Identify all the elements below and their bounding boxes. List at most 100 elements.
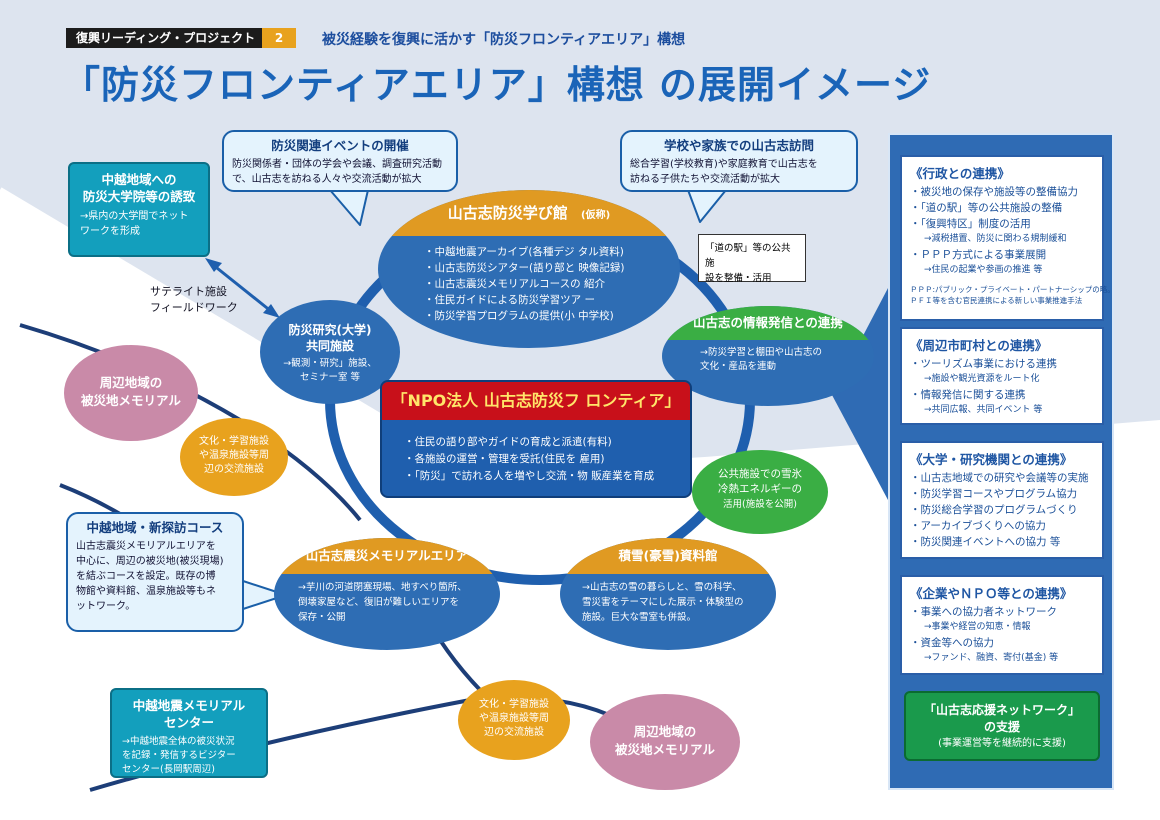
michinoeki-line1: 「道の駅」等の公共施: [705, 243, 791, 269]
research-line1: →観測・研究」施設、: [283, 358, 377, 369]
learning-hall-item: ・防災学習プログラムの提供(小 中学校): [424, 310, 614, 322]
event-callout-line2: で、山古志を訪ねる人々や交流活動が拡大: [232, 174, 422, 185]
school-callout: 学校や家族での山古志訪問 総合学習(学校教育)や家庭教育で山古志を 訪ねる子供た…: [620, 130, 858, 192]
npo-item: ・「防災」で訪れる人を増やし交流・物 販産業を育成: [404, 470, 655, 482]
pink-bottom-line2: 被災地メモリアル: [615, 742, 715, 757]
snow-energy-line3: 活用(施設を公開): [723, 499, 797, 510]
project-tag: 復興リーディング・プロジェクト 2: [66, 28, 296, 48]
towns-subitem: →施設や観光資源をルート化: [924, 374, 1040, 384]
univ-collab-box: 《大学・研究機関との連携》 ・山古志地域での研究や会議等の実施 ・防災学習コース…: [900, 441, 1104, 559]
course-callout-line2: 中心に、周辺の被災地(被災現場): [76, 556, 224, 567]
towns-title: 《周辺市町村との連携》: [910, 338, 1048, 353]
pink-top-line1: 周辺地域の: [99, 375, 163, 390]
research-title2: 共同施設: [305, 339, 354, 353]
learning-hall-tag: (仮称): [581, 210, 611, 221]
snow-energy-ellipse: 公共施設での雪氷 冷熱エネルギーの 活用(施設を公開): [692, 450, 828, 534]
corp-item: ・事業への協力者ネットワーク: [910, 606, 1057, 618]
course-callout: 中越地域・新探訪コース 山古志震災メモリアルエリアを 中心に、周辺の被災地(被災…: [66, 512, 244, 632]
pink-top-line2: 被災地メモリアル: [81, 393, 181, 408]
learning-hall-title: 山古志防災学び館: [447, 204, 568, 222]
snow-museum-line2: 雪災害をテーマにした展示・体験型の: [582, 597, 744, 608]
snow-museum-line1: →山古志の雪の暮らしと、雪の科学、: [582, 582, 742, 593]
university-invite-title1: 中越地域への: [101, 172, 177, 187]
gov-item: ・「道の駅」等の公共施設の整備: [910, 202, 1063, 214]
memorial-center-line1: →中越地震全体の被災状況: [122, 736, 235, 747]
satellite-label: サテライト施設 フィールドワーク: [150, 284, 238, 316]
learning-hall-list: ・中越地震アーカイブ(各種デジ タル資料) ・山古志防災シアター(語り部と 映像…: [424, 244, 625, 324]
info-line1: →防災学習と棚田や山古志の: [700, 347, 822, 358]
michinoeki-line2: 設を整備・活用: [705, 273, 772, 284]
orange-top-line3: 辺の交流施設: [204, 464, 264, 475]
orange-bottom-line3: 辺の交流施設: [484, 727, 544, 738]
network-line2: の支援: [983, 720, 1020, 734]
university-invite-box: 中越地域への 防災大学院等の誘致 →県内の大学間でネット ワークを形成: [68, 162, 210, 257]
page-title: 「防災フロンティアエリア」構想 の展開イメージ: [62, 63, 932, 107]
research-line2: セミナー室 等: [299, 372, 361, 383]
satellite-line1: サテライト施設: [150, 285, 227, 298]
towns-collab-box: 《周辺市町村との連携》 ・ツーリズム事業における連携 →施設や観光資源をルート化…: [900, 327, 1104, 425]
npo-item: ・各施設の運営・管理を受託(住民を 雇用): [404, 453, 605, 465]
learning-hall-item: ・中越地震アーカイブ(各種デジ タル資料): [424, 246, 624, 258]
orange-top-line2: や温泉施設等周: [199, 450, 269, 461]
research-facility-ellipse: 防災研究(大学) 共同施設 →観測・研究」施設、 セミナー室 等: [260, 300, 400, 404]
university-invite-title2: 防災大学院等の誘致: [82, 189, 196, 204]
towns-subitem: →共同広報、共同イベント 等: [924, 405, 1043, 415]
npo-box: 「NPO法人 山古志防災フ ロンティア」 ・住民の語り部やガイドの育成と派遣(有…: [380, 380, 692, 498]
orange-facility-top: 文化・学習施設 や温泉施設等周 辺の交流施設: [180, 418, 288, 496]
univ-title: 《大学・研究機関との連携》: [910, 452, 1073, 467]
gov-title: 《行政との連携》: [910, 166, 1010, 181]
univ-item: ・アーカイブづくりへの協力: [910, 520, 1046, 532]
info-ellipse: 山古志の情報発信との連携 →防災学習と棚田や山古志の 文化・産品を連動: [662, 306, 874, 406]
project-tag-text: 復興リーディング・プロジェクト: [76, 31, 256, 45]
info-line2: 文化・産品を連動: [700, 361, 777, 372]
event-callout: 防災関連イベントの開催 防災関係者・団体の学会や会議、調査研究活動 で、山古志を…: [222, 130, 458, 192]
gov-item: ・ＰＰＰ方式による事業展開: [910, 249, 1047, 261]
course-callout-line4: 物館や資料館、温泉施設等もネ: [76, 586, 216, 597]
towns-item: ・ツーリズム事業における連携: [910, 358, 1057, 370]
npo-item: ・住民の語り部やガイドの育成と派遣(有料): [404, 436, 612, 448]
orange-top-line1: 文化・学習施設: [199, 436, 269, 447]
learning-hall-ellipse: 山古志防災学び館 (仮称) ・中越地震アーカイブ(各種デジ タル資料) ・山古志…: [378, 190, 680, 348]
memorial-center-line2: を記録・発信するビジター: [122, 750, 236, 761]
pink-bottom-line1: 周辺地域の: [633, 724, 697, 739]
course-callout-line3: を結ぶコースを設定。既存の博: [76, 571, 216, 582]
memorial-center-title1: 中越地震メモリアル: [132, 698, 246, 713]
corp-item: ・資金等への協力: [910, 637, 994, 649]
learning-hall-item: ・住民ガイドによる防災学習ツア ー: [424, 294, 596, 306]
npo-list: ・住民の語り部やガイドの育成と派遣(有料) ・各施設の運営・管理を受託(住民を …: [404, 434, 654, 485]
gov-item: ・「復興特区」制度の活用: [910, 218, 1031, 230]
corp-title: 《企業やＮＰＯ等との連携》: [910, 586, 1073, 601]
corp-collab-box: 《企業やＮＰＯ等との連携》 ・事業への協力者ネットワーク →事業や経営の知恵・情…: [900, 575, 1104, 675]
school-callout-line2: 訪ねる子供たちや交流活動が拡大: [630, 174, 780, 185]
learning-hall-item: ・山古志震災メモリアルコースの 紹介: [424, 278, 605, 290]
gov-note1: ＰＰＰ:パブリック・プライベート・パートナーシップの略。: [910, 285, 1115, 294]
event-callout-line1: 防災関係者・団体の学会や会議、調査研究活動: [232, 159, 442, 170]
univ-item: ・山古志地域での研究や会議等の実施: [910, 472, 1089, 484]
page-subtitle: 被災経験を復興に活かす「防災フロンティアエリア」構想: [322, 32, 686, 48]
memorial-area-line1: →芋川の河道閉塞現場、地すべり箇所、: [298, 582, 467, 593]
gov-collab-box: 《行政との連携》 ・被災地の保存や施設等の整備協力 ・「道の駅」等の公共施設の整…: [900, 155, 1115, 321]
memorial-center-line3: センター(長岡駅周辺): [122, 764, 215, 775]
orange-facility-bottom: 文化・学習施設 や温泉施設等周 辺の交流施設: [458, 680, 570, 760]
project-tag-number: 2: [262, 28, 296, 48]
memorial-center-title2: センター: [163, 715, 214, 730]
school-callout-line1: 総合学習(学校教育)や家庭教育で山古志を: [630, 159, 818, 170]
learning-hall-item: ・山古志防災シアター(語り部と 映像記録): [424, 262, 625, 274]
course-callout-line1: 山古志震災メモリアルエリアを: [76, 541, 216, 552]
gov-subitem: →減税措置、防災に関わる規制緩和: [924, 234, 1067, 244]
pink-memorial-bottom: 周辺地域の 被災地メモリアル: [590, 694, 740, 790]
univ-item: ・防災関連イベントへの協力 等: [910, 536, 1061, 548]
research-title1: 防災研究(大学): [288, 323, 372, 337]
memorial-area-line2: 倒壊家屋など、復旧が難しいエリアを: [298, 597, 460, 608]
memorial-area-ellipse: 山古志震災メモリアルエリア →芋川の河道閉塞現場、地すべり箇所、 倒壊家屋など、…: [274, 538, 500, 650]
univ-item: ・防災学習コースやプログラム協力: [910, 488, 1078, 500]
corp-subitem: →ファンド、融資、寄付(基金) 等: [924, 653, 1059, 663]
snow-museum-line3: 施設。巨大な雪室も併設。: [582, 612, 697, 623]
gov-subitem: →住民の起業や参画の推進 等: [924, 265, 1043, 275]
pink-memorial-top: 周辺地域の 被災地メモリアル: [64, 345, 198, 441]
snow-energy-line1: 公共施設での雪氷: [718, 468, 802, 480]
snow-museum-title: 積雪(豪雪)資料館: [560, 538, 776, 574]
info-title: 山古志の情報発信との連携: [662, 306, 874, 340]
snow-energy-line2: 冷熱エネルギーの: [718, 483, 802, 495]
course-callout-title: 中越地域・新探訪コース: [86, 520, 224, 535]
